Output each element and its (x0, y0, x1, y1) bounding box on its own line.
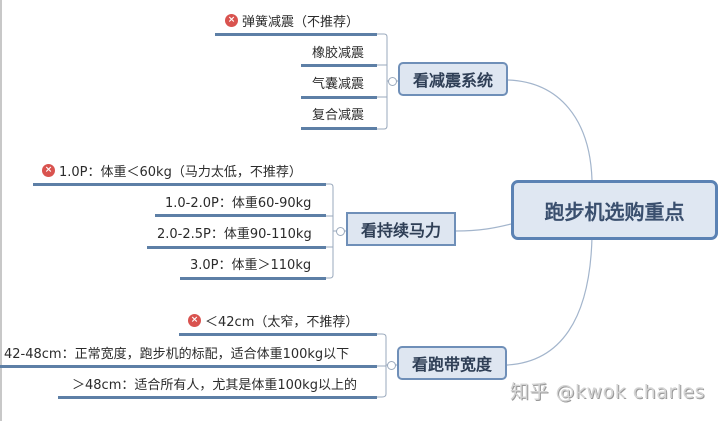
leaf-hp-3-0[interactable]: 3.0P：体重＞110kg (190, 253, 311, 273)
leaf-underline (33, 183, 326, 186)
leaf-label: 橡胶减震 (312, 45, 365, 61)
reject-icon: × (42, 163, 55, 177)
leaf-label: 气囊减震 (312, 76, 365, 92)
collapse-toggle-branch-2[interactable] (336, 227, 345, 236)
branch-shock-absorption[interactable]: 看减震系统 (398, 62, 508, 96)
leaf-width-narrow[interactable]: × ＜42cm（太窄，不推荐） (188, 310, 358, 330)
branch-belt-width[interactable]: 看跑带宽度 (397, 346, 507, 380)
branch-continuous-horsepower[interactable]: 看持续马力 (346, 212, 456, 246)
leaf-hp-2-2-5[interactable]: 2.0-2.5P：体重90-110kg (157, 222, 312, 242)
leaf-composite-shock[interactable]: 复合减震 (312, 103, 364, 123)
central-topic-label: 跑步机选购重点 (544, 199, 685, 224)
leaf-underline (155, 214, 326, 217)
leaf-spring-shock[interactable]: × 弹簧减震（不推荐） (225, 10, 359, 30)
reject-icon: × (225, 13, 238, 27)
leaf-underline (301, 96, 377, 99)
collapse-toggle-branch-3[interactable] (387, 361, 396, 370)
leaf-label: 弹簧减震（不推荐） (242, 14, 360, 30)
leaf-underline (301, 127, 377, 130)
leaf-underline (179, 333, 377, 336)
leaf-rubber-shock[interactable]: 橡胶减震 (312, 41, 364, 61)
left-edge-border (0, 0, 2, 421)
leaf-label: 3.0P：体重＞110kg (190, 257, 312, 273)
leaf-width-wide[interactable]: ＞48cm：适合所有人，尤其是体重100kg以上的 (72, 373, 357, 393)
leaf-hp-1-0[interactable]: × 1.0P：体重＜60kg（马力太低，不推荐） (42, 160, 302, 180)
watermark: 知乎 @kwok charles (510, 381, 706, 403)
leaf-label: 1.0-2.0P：体重60-90kg (165, 195, 312, 211)
leaf-width-normal[interactable]: 42-48cm：正常宽度，跑步机的标配，适合体重100kg以下 (4, 342, 349, 362)
leaf-label: 2.0-2.5P：体重90-110kg (157, 226, 312, 242)
leaf-underline (58, 396, 377, 399)
leaf-label: 复合减震 (312, 107, 365, 123)
central-topic[interactable]: 跑步机选购重点 (511, 180, 718, 240)
leaf-hp-1-2[interactable]: 1.0-2.0P：体重60-90kg (165, 191, 311, 211)
leaf-label: ＜42cm（太窄，不推荐） (205, 314, 359, 330)
leaf-airbag-shock[interactable]: 气囊减震 (312, 72, 364, 92)
leaf-underline (301, 64, 377, 67)
collapse-toggle-branch-1[interactable] (388, 77, 397, 86)
branch-label: 看持续马力 (360, 221, 441, 240)
leaf-underline (0, 365, 377, 368)
leaf-underline (180, 277, 326, 280)
reject-icon: × (188, 313, 201, 327)
branch-label: 看减震系统 (412, 71, 493, 90)
leaf-underline (147, 246, 326, 249)
leaf-label: 42-48cm：正常宽度，跑步机的标配，适合体重100kg以下 (4, 346, 350, 362)
leaf-underline (215, 33, 377, 36)
leaf-label: ＞48cm：适合所有人，尤其是体重100kg以上的 (72, 377, 357, 393)
leaf-label: 1.0P：体重＜60kg（马力太低，不推荐） (59, 164, 302, 180)
branch-label: 看跑带宽度 (411, 355, 492, 374)
